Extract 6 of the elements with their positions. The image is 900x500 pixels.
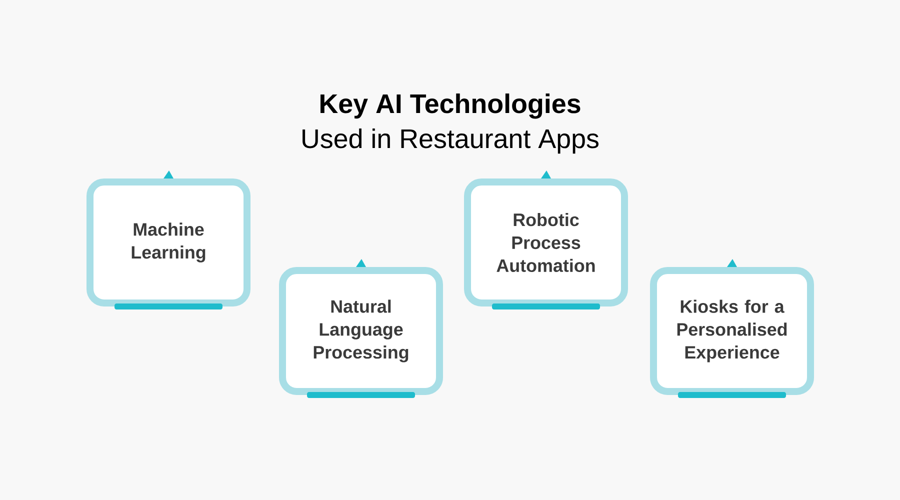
card: Robotic Process Automation [464, 170, 628, 310]
card: Machine Learning [86, 170, 250, 310]
card: Natural Language Processing [279, 259, 443, 398]
card: Kiosks for a Personalised Experience [650, 259, 814, 398]
subtitle: Used in Restaurant Apps [302, 128, 598, 154]
title: Key AI Technologies [320, 94, 580, 119]
